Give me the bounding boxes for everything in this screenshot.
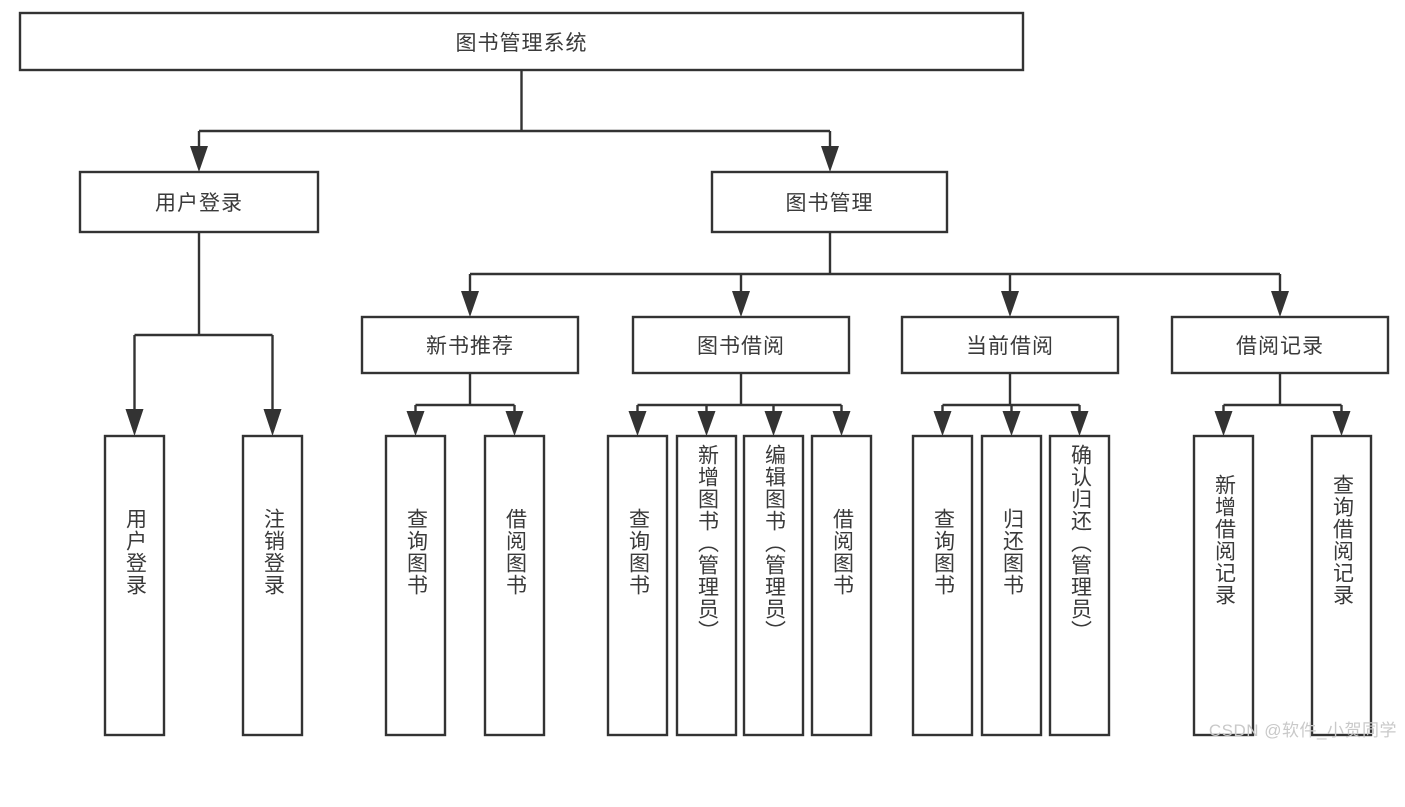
node-box-leaf-logout[interactable] [241, 434, 304, 737]
arrow-head-br-query [1332, 411, 1351, 436]
flowchart-svg [18, 11, 1390, 737]
node-box-leaf-query-borrow-record[interactable] [1310, 434, 1373, 737]
arrow-head-cb-query [933, 411, 952, 436]
node-box-current-borrow[interactable] [900, 315, 1120, 375]
arrow-head-cb-confirm [1070, 411, 1089, 436]
arrow-head-nbr-borrow [505, 411, 524, 436]
arrow-head-nbr-query [406, 411, 425, 436]
node-box-leaf-return-book[interactable] [980, 434, 1043, 737]
node-box-new-book-recommend[interactable] [360, 315, 580, 375]
arrow-head-user-login [190, 146, 208, 172]
connector-group-borrow-record [1214, 373, 1351, 436]
arrow-head-new-book-rec [461, 291, 479, 317]
connector-group-user-login [125, 232, 282, 436]
node-box-leaf-add-book-admin[interactable] [675, 434, 738, 737]
arrow-head-cb-return [1002, 411, 1021, 436]
arrow-head-bb-add [697, 411, 716, 436]
connector-group-new-book-rec [406, 373, 524, 436]
arrow-head-bb-borrow [832, 411, 851, 436]
node-box-leaf-borrow-book-1[interactable] [483, 434, 546, 737]
connector-group-book-borrow [628, 373, 851, 436]
node-box-borrow-record[interactable] [1170, 315, 1390, 375]
arrow-head-br-add [1214, 411, 1233, 436]
node-box-leaf-borrow-book-2[interactable] [810, 434, 873, 737]
node-box-leaf-user-login[interactable] [103, 434, 166, 737]
node-box-leaf-confirm-return-admin[interactable] [1048, 434, 1111, 737]
node-box-user-login[interactable] [78, 170, 320, 234]
node-box-leaf-query-book-3[interactable] [911, 434, 974, 737]
arrow-head-current-borrow [1001, 291, 1019, 317]
flowchart-canvas: 图书管理系统 用户登录 图书管理 新书推荐 图书借阅 当前借阅 借阅记录 用户登… [18, 11, 1396, 740]
connector-group-root [190, 70, 839, 172]
connector-group-book-mgmt [461, 232, 1289, 317]
arrow-head-leaf-user-login [125, 409, 144, 436]
arrow-head-book-mgmt [821, 146, 839, 172]
arrow-head-bb-edit [764, 411, 783, 436]
node-box-leaf-add-borrow-record[interactable] [1192, 434, 1255, 737]
node-box-book-borrow[interactable] [631, 315, 851, 375]
connector-group-current-borrow [933, 373, 1089, 436]
node-box-root[interactable] [18, 11, 1025, 72]
arrow-head-bb-query [628, 411, 647, 436]
node-box-leaf-query-book-2[interactable] [606, 434, 669, 737]
node-box-leaf-edit-book-admin[interactable] [742, 434, 805, 737]
arrow-head-leaf-logout [263, 409, 282, 436]
node-box-book-management[interactable] [710, 170, 949, 234]
arrow-head-book-borrow [732, 291, 750, 317]
arrow-head-borrow-record [1271, 291, 1289, 317]
node-box-leaf-query-book-1[interactable] [384, 434, 447, 737]
